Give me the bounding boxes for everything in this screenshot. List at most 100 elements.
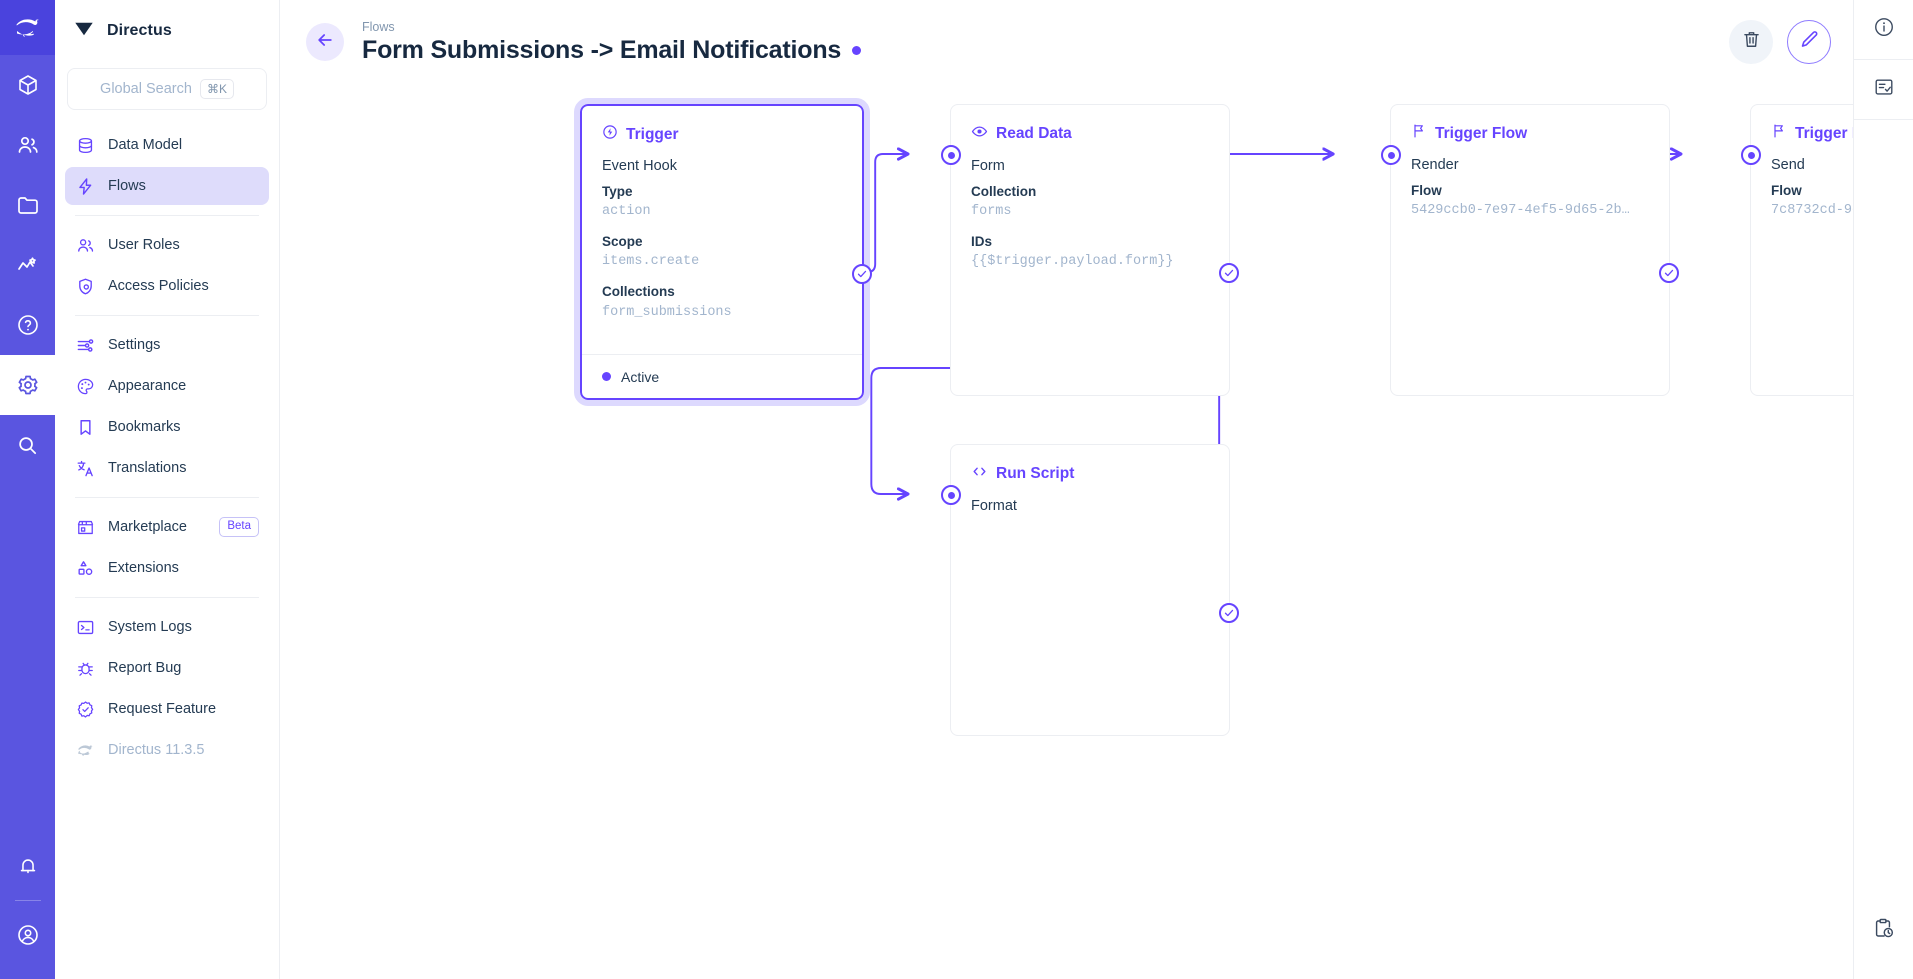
field-label: Type — [602, 184, 633, 199]
port-resolve-run-script[interactable] — [1219, 603, 1239, 623]
global-search-placeholder: Global Search — [100, 81, 192, 97]
breadcrumb[interactable]: Flows — [362, 19, 395, 34]
sidebar-item-user-roles[interactable]: User Roles — [65, 226, 269, 264]
port-input-trigger-flow-render[interactable] — [1381, 145, 1401, 165]
node-field: Type action — [602, 182, 842, 223]
flow-node-trigger[interactable]: Trigger Event Hook Type action Scope ite… — [574, 98, 872, 406]
flow-node-trigger-flow-send[interactable]: Trigger Flow Send Flow 7c8732cd-9d9e-44b… — [1741, 104, 1853, 396]
sidebar-header: Directus — [55, 0, 279, 62]
database-icon — [75, 135, 95, 155]
back-button[interactable] — [306, 23, 344, 61]
sidebar-item-extensions[interactable]: Extensions — [65, 549, 269, 587]
rail-item-user-directory[interactable] — [0, 115, 55, 175]
sidebar-item-label: Appearance — [108, 378, 187, 394]
field-label: Flow — [1411, 183, 1442, 198]
status-badge: Active — [621, 368, 660, 385]
port-resolve-trigger[interactable] — [852, 264, 872, 284]
field-value: forms — [971, 204, 1012, 220]
insights-chart-icon — [16, 253, 40, 277]
node-header: Trigger Flow — [1771, 123, 1853, 144]
flow-node-run-script[interactable]: Run Script Format — [941, 444, 1239, 736]
sidebar-item-marketplace[interactable]: Marketplace Beta — [65, 508, 269, 546]
port-input-run-script[interactable] — [941, 485, 961, 505]
rail-item-content[interactable] — [0, 55, 55, 115]
field-label: Flow — [1771, 183, 1802, 198]
arrow-left-icon — [315, 30, 335, 55]
sidebar-item-translations[interactable]: Translations — [65, 449, 269, 487]
node-subtitle: Send — [1771, 157, 1805, 173]
node-title: Trigger — [626, 125, 679, 143]
rail-item-notifications[interactable] — [0, 836, 55, 896]
right-sidebar — [1853, 0, 1913, 979]
sidebar-item-version: Directus 11.3.5 — [65, 731, 269, 769]
terminal-icon — [75, 617, 95, 637]
shield-lock-icon — [75, 276, 95, 296]
sidebar-item-settings[interactable]: Settings — [65, 326, 269, 364]
feature-check-icon — [75, 699, 95, 719]
sidebar-item-bookmarks[interactable]: Bookmarks — [65, 408, 269, 446]
flow-node-trigger-flow-render[interactable]: Trigger Flow Render Flow 5429ccb0-7e97-4… — [1381, 104, 1679, 396]
directus-logo-icon — [13, 13, 43, 43]
users-icon — [75, 235, 95, 255]
checklist-icon — [1873, 76, 1895, 103]
port-input-trigger-flow-send[interactable] — [1741, 145, 1761, 165]
rail-divider — [14, 900, 41, 901]
activity-history-button[interactable] — [1854, 901, 1913, 961]
rail-item-account[interactable] — [0, 905, 55, 965]
extensions-icon — [75, 558, 95, 578]
sidebar-item-report-bug[interactable]: Report Bug — [65, 649, 269, 687]
sidebar-divider — [75, 315, 259, 316]
field-label: IDs — [971, 234, 993, 250]
node-field: IDs {{$trigger.payload.form}} — [971, 232, 1209, 273]
rail-item-help[interactable] — [0, 295, 55, 355]
delete-flow-button[interactable] — [1729, 20, 1773, 64]
node-subtitle: Render — [1411, 157, 1459, 173]
trigger-bolt-circle-icon — [602, 124, 618, 145]
header-actions — [1729, 20, 1831, 64]
rail-item-search[interactable] — [0, 415, 55, 475]
field-value: 7c8732cd-9d9e-44be-a3f6-89… — [1771, 203, 1853, 219]
global-search-input[interactable]: Global Search ⌘K — [67, 68, 267, 110]
sidebar-item-request-feature[interactable]: Request Feature — [65, 690, 269, 728]
content-box-icon — [16, 73, 40, 97]
field-value: form_submissions — [602, 304, 732, 320]
port-resolve-trigger-flow-render[interactable] — [1659, 263, 1679, 283]
node-header: Run Script — [971, 463, 1209, 485]
logs-sidebar-button[interactable] — [1853, 60, 1913, 120]
sidebar-item-appearance[interactable]: Appearance — [65, 367, 269, 405]
sidebar-item-label: Bookmarks — [108, 419, 181, 435]
search-icon — [16, 434, 39, 457]
port-resolve-read-data[interactable] — [1219, 263, 1239, 283]
sidebar-item-label: Translations — [108, 460, 187, 476]
info-sidebar-button[interactable] — [1853, 0, 1913, 60]
account-avatar-icon — [16, 923, 40, 947]
rail-item-insights[interactable] — [0, 235, 55, 295]
sliders-icon — [75, 335, 95, 355]
sidebar-item-flows[interactable]: Flows — [65, 167, 269, 205]
flag-icon — [1411, 123, 1427, 144]
sidebar-divider — [75, 597, 259, 598]
global-search-shortcut: ⌘K — [199, 79, 234, 99]
rail-item-directus-logo[interactable] — [0, 0, 55, 55]
sidebar-item-system-logs[interactable]: System Logs — [65, 608, 269, 646]
sidebar-item-access-policies[interactable]: Access Policies — [65, 267, 269, 305]
bug-icon — [75, 658, 95, 678]
rail-item-settings[interactable] — [0, 355, 55, 415]
flow-node-read-data[interactable]: Read Data Form Collection forms IDs {{$t… — [941, 104, 1239, 396]
info-circle-icon — [1873, 16, 1895, 43]
sidebar-item-label: Request Feature — [108, 701, 217, 717]
sidebar-item-label: Settings — [108, 337, 161, 353]
rail-item-file-library[interactable] — [0, 175, 55, 235]
title-row: Form Submissions -> Email Notifications — [362, 36, 862, 65]
pencil-icon — [1799, 29, 1820, 55]
flag-icon — [1771, 123, 1787, 144]
port-input-read-data[interactable] — [941, 145, 961, 165]
notifications-bell-icon — [17, 855, 39, 877]
flow-canvas[interactable]: Trigger Event Hook Type action Scope ite… — [280, 84, 1853, 979]
help-question-icon — [16, 313, 40, 337]
sidebar-item-data-model[interactable]: Data Model — [65, 126, 269, 164]
edit-flow-button[interactable] — [1787, 20, 1831, 64]
sidebar-title: Directus — [107, 22, 172, 39]
node-footer: Active — [582, 354, 862, 398]
